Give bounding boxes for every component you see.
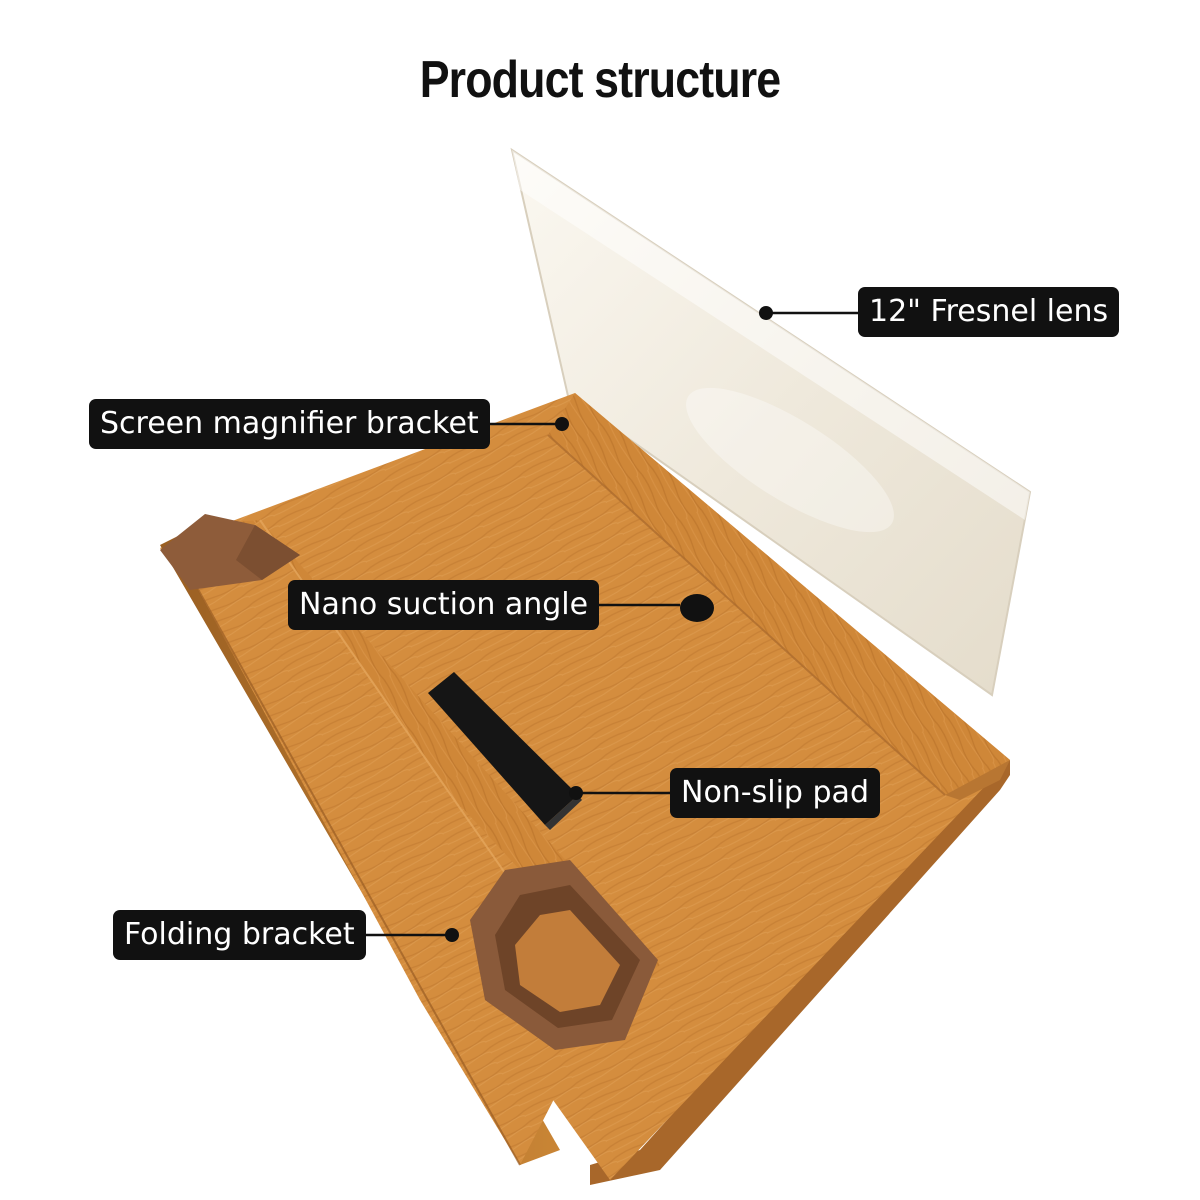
callout-non-slip-pad: Non-slip pad bbox=[670, 768, 880, 818]
dot-marker-icon bbox=[759, 306, 773, 320]
non-slip-pad bbox=[428, 672, 582, 830]
dot-marker-icon bbox=[555, 417, 569, 431]
nano-suction-dot bbox=[680, 594, 714, 622]
callout-leaders bbox=[362, 306, 858, 942]
callout-nano-suction-angle: Nano suction angle bbox=[288, 580, 600, 630]
dot-marker-icon bbox=[569, 786, 583, 800]
callout-folding-bracket: Folding bracket bbox=[113, 910, 366, 960]
folding-bracket bbox=[160, 514, 660, 1166]
callout-screen-magnifier-bracket: Screen magnifier bracket bbox=[89, 399, 490, 449]
fresnel-lens bbox=[510, 147, 1032, 697]
page-title: Product structure bbox=[419, 51, 781, 109]
dot-marker-icon bbox=[445, 928, 459, 942]
callout-fresnel-lens: 12" Fresnel lens bbox=[858, 287, 1120, 337]
